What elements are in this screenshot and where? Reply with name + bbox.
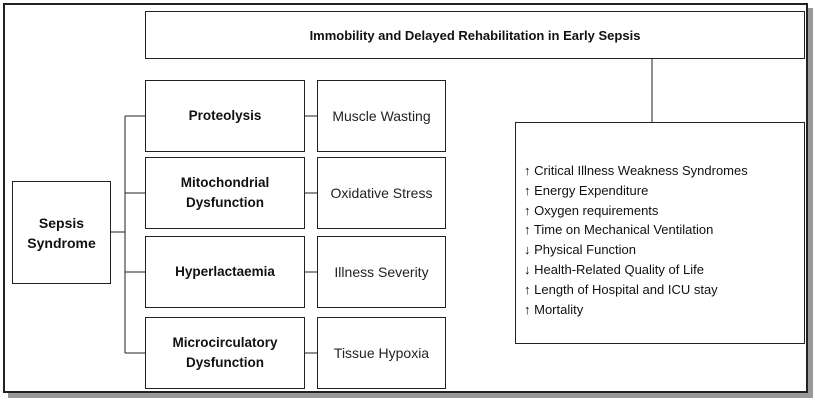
effect-box-illness-severity: Illness Severity bbox=[317, 236, 446, 308]
diagram-title: Immobility and Delayed Rehabilitation in… bbox=[145, 11, 805, 59]
mechanism-line-2: Dysfunction bbox=[185, 355, 264, 370]
outcome-item: ↑ Mortality bbox=[524, 300, 748, 320]
mechanism-box-proteolysis: Proteolysis bbox=[145, 80, 305, 152]
arrow-icon: ↑ bbox=[524, 222, 531, 238]
effect-text: Tissue Hypoxia bbox=[333, 345, 430, 361]
effect-box-tissue-hypoxia: Tissue Hypoxia bbox=[317, 317, 446, 389]
effect-text: Oxidative Stress bbox=[330, 185, 433, 201]
mechanism-box-hyperlactaemia: Hyperlactaemia bbox=[145, 236, 305, 308]
outcome-text: Time on Mechanical Ventilation bbox=[533, 222, 714, 238]
effect-box-muscle-wasting: Muscle Wasting bbox=[317, 80, 446, 152]
outcomes-box: ↑ Critical Illness Weakness Syndromes ↑ … bbox=[515, 122, 805, 344]
mechanism-line-1: Mitochondrial bbox=[180, 175, 270, 190]
outcome-text: Length of Hospital and ICU stay bbox=[534, 281, 718, 297]
sepsis-syndrome-box: Sepsis Syndrome bbox=[12, 181, 111, 284]
mechanism-line-1: Hyperlactaemia bbox=[175, 264, 275, 279]
arrow-icon: ↑ bbox=[524, 163, 531, 178]
root-line-2: Syndrome bbox=[27, 234, 96, 251]
outcome-item: ↑ Length of Hospital and ICU stay bbox=[524, 280, 748, 300]
outcome-text: Critical Illness Weakness Syndromes bbox=[534, 163, 748, 178]
outcome-item: ↑ Oxygen requirements bbox=[524, 201, 748, 221]
mechanism-line-1: Microcirculatory bbox=[172, 335, 278, 350]
outcome-text: Energy Expenditure bbox=[534, 182, 649, 198]
root-line-1: Sepsis bbox=[38, 214, 85, 231]
mechanism-box-mitochondrial: Mitochondrial Dysfunction bbox=[145, 157, 305, 229]
arrow-icon: ↑ bbox=[524, 202, 531, 218]
arrow-icon: ↑ bbox=[524, 281, 531, 297]
mechanism-box-microcirculatory: Microcirculatory Dysfunction bbox=[145, 317, 305, 389]
arrow-icon: ↑ bbox=[524, 301, 531, 317]
arrow-icon: ↑ bbox=[524, 182, 531, 198]
effect-box-oxidative-stress: Oxidative Stress bbox=[317, 157, 446, 229]
outcome-item: ↑ Time on Mechanical Ventilation bbox=[524, 220, 748, 240]
outcome-text: Mortality bbox=[534, 301, 584, 317]
outcome-item: ↓ Health-Related Quality of Life bbox=[524, 260, 748, 280]
outcome-text: Physical Function bbox=[534, 242, 637, 258]
outcome-item: ↑ Critical Illness Weakness Syndromes bbox=[524, 161, 748, 181]
mechanism-line-2: Dysfunction bbox=[185, 195, 264, 210]
arrow-icon: ↓ bbox=[524, 261, 531, 277]
outcomes-list: ↑ Critical Illness Weakness Syndromes ↑ … bbox=[524, 161, 748, 319]
effect-text: Illness Severity bbox=[334, 264, 429, 280]
outcome-text: Health-Related Quality of Life bbox=[534, 261, 704, 277]
title-text: Immobility and Delayed Rehabilitation in… bbox=[309, 27, 641, 43]
mechanism-line-1: Proteolysis bbox=[188, 108, 262, 123]
outcome-text: Oxygen requirements bbox=[534, 202, 659, 218]
effect-text: Muscle Wasting bbox=[332, 108, 431, 124]
outcome-item: ↓ Physical Function bbox=[524, 240, 748, 260]
outcome-item: ↑ Energy Expenditure bbox=[524, 181, 748, 201]
arrow-icon: ↓ bbox=[524, 242, 531, 258]
